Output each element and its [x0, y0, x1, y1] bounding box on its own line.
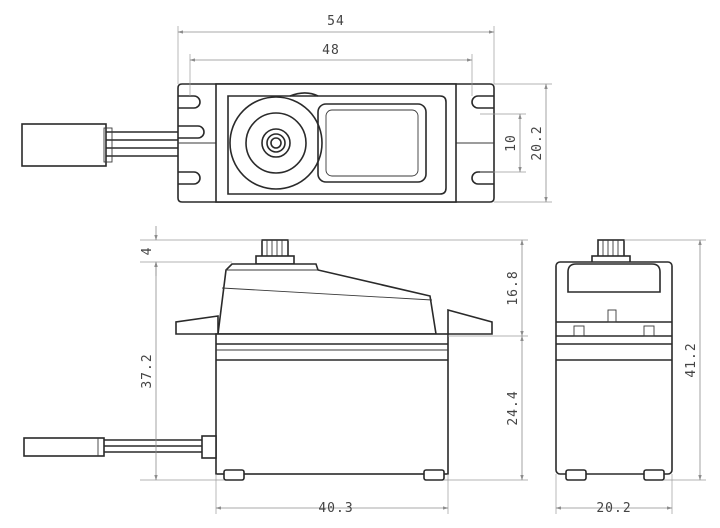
front-cable [23, 435, 217, 459]
side-view [555, 239, 673, 481]
dim-front-overall-height: 37.2 [140, 353, 155, 388]
front-connector [23, 437, 105, 457]
front-right-foot [423, 469, 445, 481]
dim-top-hole-height: 10 [504, 134, 519, 152]
side-case [555, 261, 673, 475]
front-left-foot [223, 469, 245, 481]
dim-side-body-width: 20.2 [596, 501, 631, 516]
dim-side-overall-height: 41.2 [684, 342, 699, 377]
dim-front-case-height: 24.4 [506, 390, 521, 425]
dim-top-hole-spacing: 48 [322, 43, 340, 58]
dim-front-top-offset: 4 [140, 247, 155, 256]
front-case [215, 333, 449, 475]
side-right-foot [643, 469, 665, 481]
front-output-spline [255, 239, 295, 265]
top-lid [227, 95, 447, 195]
top-connector [21, 123, 107, 167]
side-left-foot [565, 469, 587, 481]
front-upper-cover [217, 263, 437, 335]
dim-front-body-width: 40.3 [318, 501, 353, 516]
dimension-labels: 54 48 20.2 10 4 37.2 16.8 24.4 40.3 41.2… [140, 14, 699, 516]
top-body [215, 83, 457, 203]
top-label-window [317, 103, 427, 183]
top-cable [21, 123, 178, 167]
front-view [23, 239, 493, 481]
dimension-lines [140, 26, 706, 514]
top-view [21, 83, 495, 203]
side-top-cap [567, 263, 661, 293]
front-right-flange [447, 308, 493, 335]
dim-top-total-width: 54 [327, 14, 345, 29]
front-left-flange [175, 315, 219, 335]
dim-top-total-height: 20.2 [530, 125, 545, 160]
dim-front-upper-height: 16.8 [506, 270, 521, 305]
side-output-spline [591, 239, 631, 265]
top-output-spline [229, 96, 323, 190]
